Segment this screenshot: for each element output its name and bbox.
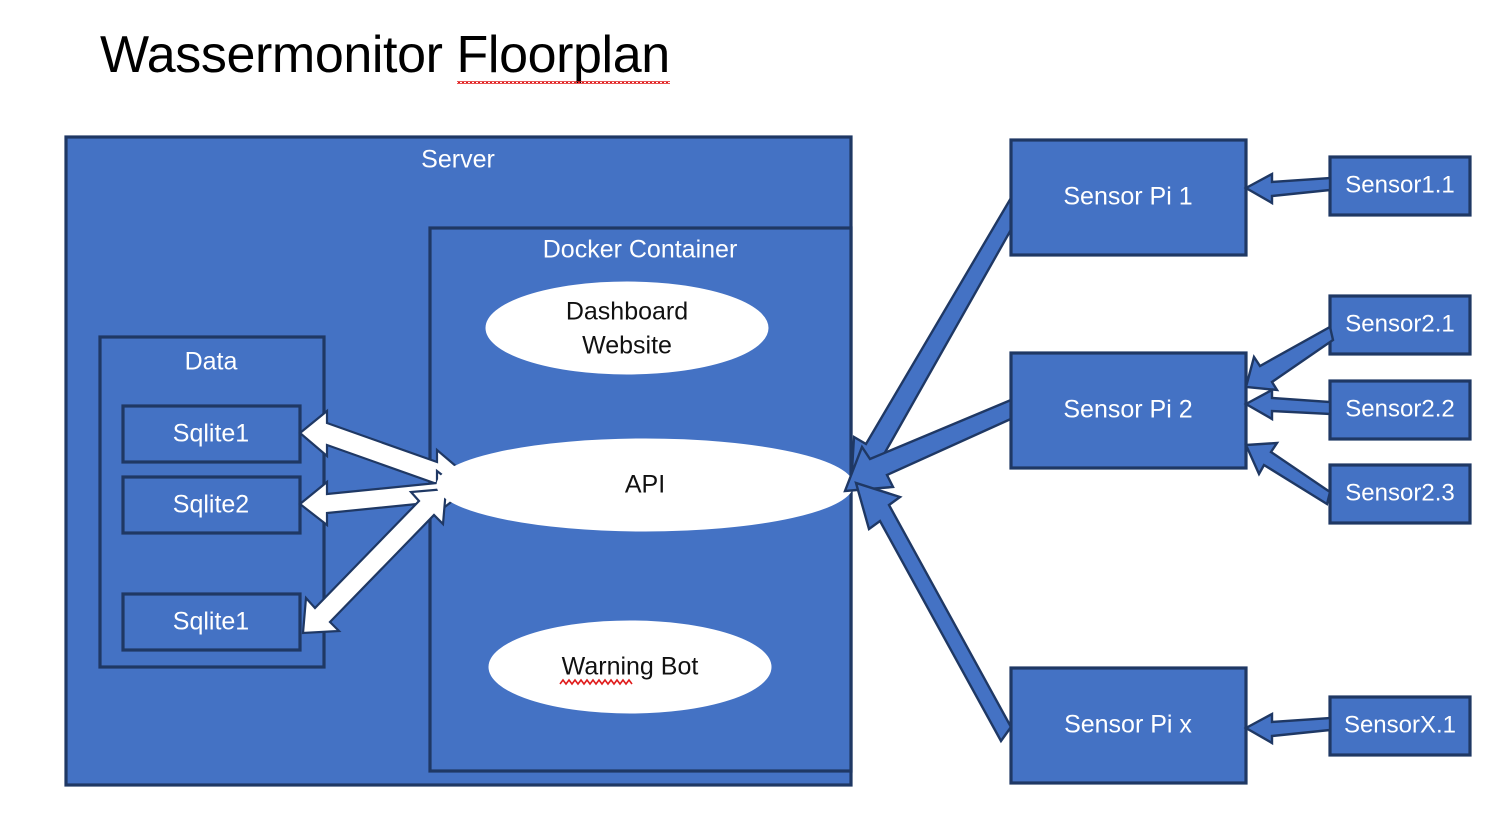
server-label: Server <box>421 146 495 174</box>
data-label: Data <box>185 348 238 376</box>
sqlite1-label: Sqlite1 <box>173 420 249 448</box>
sensor-2-3-box[interactable] <box>1328 463 1472 525</box>
page-title-plain: Wassermonitor <box>100 26 457 84</box>
sensor-pi-2-group[interactable]: Sensor Pi 2 <box>1009 351 1248 470</box>
sensor-pi-2-box[interactable] <box>1009 351 1248 470</box>
sensor-pi-1-label: Sensor Pi 1 <box>1063 183 1192 211</box>
database-item[interactable]: Sqlite1 <box>121 592 302 652</box>
sensor-x-1-label: SensorX.1 <box>1344 711 1456 738</box>
sensor-2-3-label: Sensor2.3 <box>1345 479 1454 506</box>
sqlite2-box[interactable] <box>121 475 302 535</box>
sqlite3-label: Sqlite1 <box>173 608 249 636</box>
sqlite3-box[interactable] <box>121 592 302 652</box>
sensor-1-1-group[interactable]: Sensor1.1 <box>1328 155 1472 217</box>
page-title-misspelled-word: Floorplan <box>456 26 670 84</box>
sensor-pi-2-label: Sensor Pi 2 <box>1063 396 1192 424</box>
sensor-2-2-group[interactable]: Sensor2.2 <box>1328 379 1472 441</box>
api-service[interactable]: API <box>436 438 854 532</box>
sensor-pi-1-group[interactable]: Sensor Pi 1 <box>1009 138 1248 257</box>
warning-bot-service[interactable]: Warning Bot <box>488 620 772 714</box>
database-item[interactable]: Sqlite1 <box>121 404 302 464</box>
warning-bot-spellcheck-underline <box>559 678 633 686</box>
dashboard-website-label-line1: Dashboard <box>566 298 688 326</box>
arrow-pix-api <box>854 481 1013 744</box>
sensor-2-1-group[interactable]: Sensor2.1 <box>1328 294 1472 356</box>
sensor-pi-1-box[interactable] <box>1009 138 1248 257</box>
dashboard-website-label-line2: Website <box>582 332 672 360</box>
docker-container-label: Docker Container <box>543 236 738 264</box>
sensor-2-2-label: Sensor2.2 <box>1345 395 1454 422</box>
arrow-sensor1-1-pi1 <box>1243 171 1332 206</box>
arrow-sensor2-1-pi2 <box>1244 325 1335 392</box>
page-title: Wassermonitor Floorplan <box>100 26 670 86</box>
arrow-sensor2-3-pi2 <box>1244 441 1332 506</box>
data-group[interactable]: Data Sqlite1 Sqlite2 Sqlite1 <box>98 335 326 669</box>
sensor-2-1-box[interactable] <box>1328 294 1472 356</box>
sensor-pi-x-box[interactable] <box>1009 666 1248 785</box>
arrow-sensor2-2-pi2 <box>1243 387 1332 422</box>
sensor-pi-x-group[interactable]: Sensor Pi x <box>1009 666 1248 785</box>
sensor-pi-x-label: Sensor Pi x <box>1064 711 1192 739</box>
sqlite2-label: Sqlite2 <box>173 491 249 519</box>
sensor-x-1-group[interactable]: SensorX.1 <box>1328 695 1472 757</box>
sensor-1-1-box[interactable] <box>1328 155 1472 217</box>
warning-bot-label: Warning Bot <box>562 653 699 681</box>
sensor-2-1-label: Sensor2.1 <box>1345 310 1454 337</box>
dashboard-website-ellipse[interactable] <box>485 281 769 375</box>
api-label: API <box>625 471 665 499</box>
dashboard-website-service[interactable]: Dashboard Website <box>485 281 769 375</box>
sensor-1-1-label: Sensor1.1 <box>1345 171 1454 198</box>
sensor-2-2-box[interactable] <box>1328 379 1472 441</box>
sensor-2-3-group[interactable]: Sensor2.3 <box>1328 463 1472 525</box>
database-item[interactable]: Sqlite2 <box>121 475 302 535</box>
arrow-sensorx-1-pix <box>1243 711 1332 746</box>
warning-bot-ellipse[interactable] <box>488 620 772 714</box>
